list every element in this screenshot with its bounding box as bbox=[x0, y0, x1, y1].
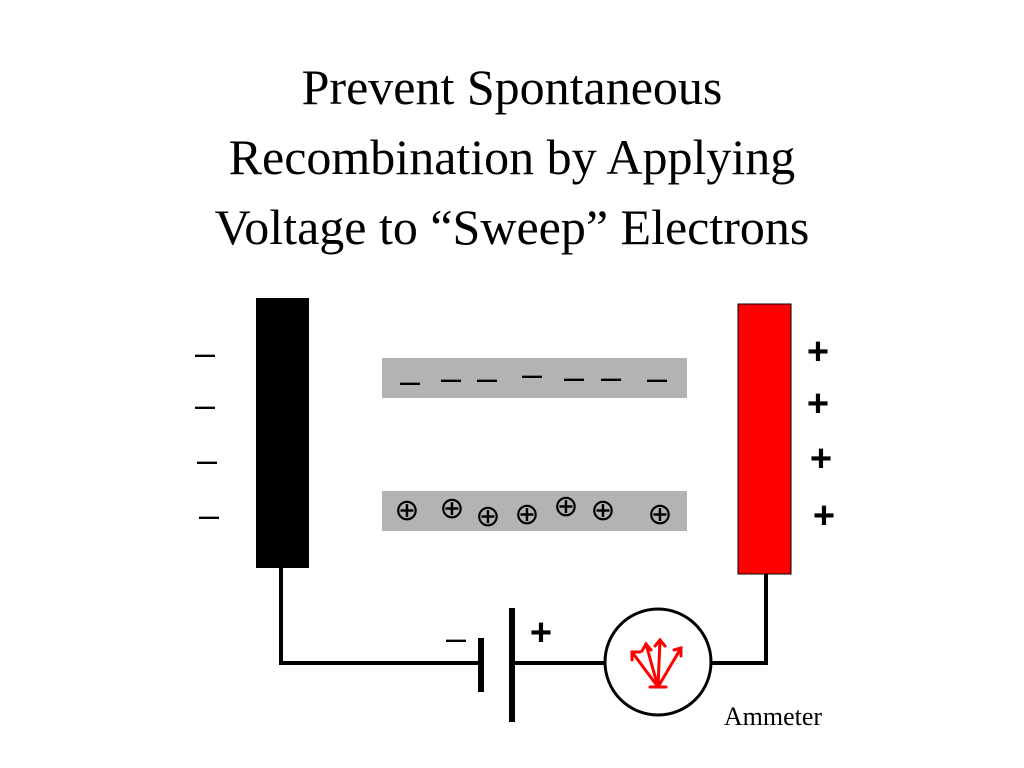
negative-sign-3: – bbox=[197, 439, 217, 480]
title-line-3: Voltage to “Sweep” Electrons bbox=[214, 199, 810, 255]
positive-sign-4: + bbox=[813, 495, 835, 537]
electron-mark: – bbox=[601, 356, 621, 397]
ammeter-needle-icon bbox=[630, 637, 683, 689]
negative-sign-1: – bbox=[195, 332, 215, 373]
holes: ⊕ ⊕ ⊕ ⊕ ⊕ ⊕ ⊕ bbox=[394, 489, 672, 534]
slide-title: Prevent Spontaneous Recombination by App… bbox=[0, 52, 1024, 262]
ammeter-label: Ammeter bbox=[724, 702, 823, 731]
electron-mark: – bbox=[400, 360, 420, 401]
battery-positive-label: + bbox=[530, 612, 552, 654]
hole-mark: ⊕ bbox=[439, 491, 464, 526]
hole-mark: ⊕ bbox=[514, 497, 539, 532]
negative-sign-4: – bbox=[199, 494, 219, 535]
circuit-wires bbox=[279, 568, 768, 665]
positive-sign-1: + bbox=[807, 331, 829, 373]
hole-mark: ⊕ bbox=[590, 493, 615, 528]
hole-band bbox=[382, 491, 687, 531]
hole-mark: ⊕ bbox=[475, 499, 500, 534]
hole-region: ⊕ ⊕ ⊕ ⊕ ⊕ ⊕ ⊕ bbox=[382, 489, 687, 534]
hole-mark: ⊕ bbox=[647, 497, 672, 532]
positive-charge-signs: + + + + bbox=[807, 331, 835, 537]
electron-mark: – bbox=[477, 357, 497, 398]
negative-charge-signs: – – – – bbox=[195, 332, 219, 535]
electron-mark: – bbox=[522, 353, 542, 394]
title-line-1: Prevent Spontaneous bbox=[301, 59, 723, 115]
electron-band bbox=[382, 358, 687, 398]
wire-right bbox=[711, 573, 768, 665]
battery-negative-label: – bbox=[446, 617, 466, 658]
hole-mark: ⊕ bbox=[394, 493, 419, 528]
negative-sign-2: – bbox=[195, 384, 215, 425]
positive-sign-2: + bbox=[807, 383, 829, 425]
electrons: ––––––– bbox=[400, 353, 667, 401]
title-line-2: Recombination by Applying bbox=[228, 129, 796, 185]
positive-sign-3: + bbox=[810, 438, 832, 480]
ammeter: Ammeter bbox=[603, 607, 823, 731]
electron-mark: – bbox=[647, 357, 667, 398]
positive-electrode bbox=[737, 303, 792, 575]
electron-region: ––––––– bbox=[382, 353, 687, 401]
wire-left bbox=[279, 568, 481, 665]
negative-electrode bbox=[256, 298, 309, 568]
electron-mark: – bbox=[564, 356, 584, 397]
hole-mark: ⊕ bbox=[553, 489, 578, 524]
battery: – + bbox=[446, 608, 552, 722]
electron-mark: – bbox=[441, 357, 461, 398]
